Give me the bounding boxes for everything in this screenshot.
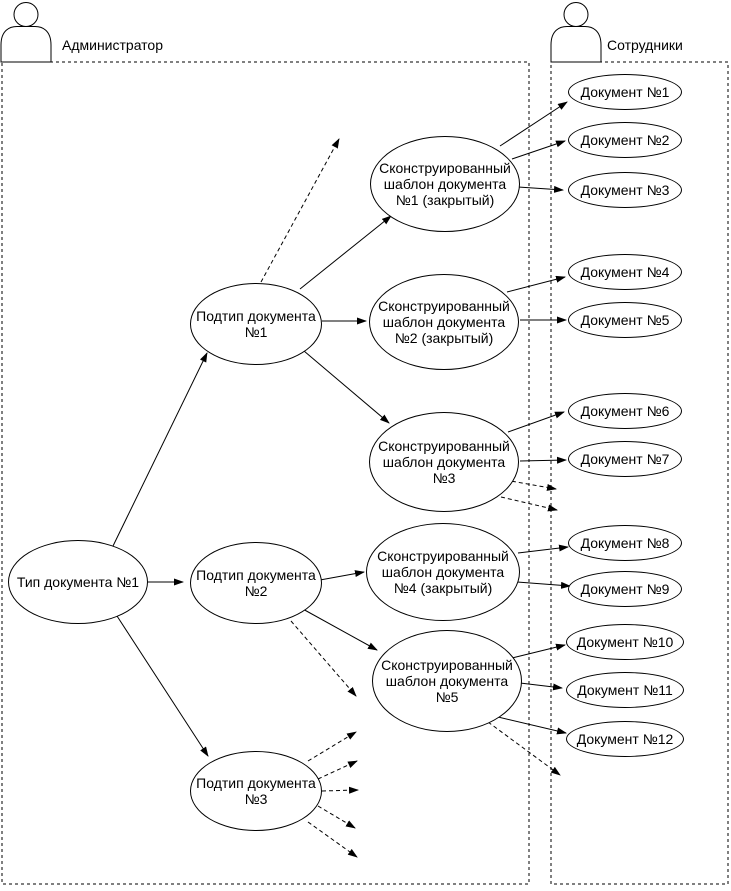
- edge-subtype2-template4: [319, 570, 365, 581]
- node-doc2[interactable]: Документ №2: [568, 122, 682, 158]
- node-doc12-label: Документ №12: [576, 730, 674, 747]
- node-doc4-label: Документ №4: [580, 263, 670, 280]
- node-doc10-label: Документ №10: [576, 633, 674, 650]
- node-doc8-label: Документ №8: [580, 534, 670, 551]
- edge-subtype1-template3: [303, 350, 390, 424]
- node-doc7[interactable]: Документ №7: [568, 441, 682, 477]
- node-template1[interactable]: Сконструированный шаблон документа №1 (з…: [370, 136, 520, 232]
- node-template4-label: Сконструированный шаблон документа №4 (з…: [377, 548, 509, 596]
- node-doc4[interactable]: Документ №4: [568, 254, 682, 290]
- dashed-edge-subtype3-more-4: [317, 805, 356, 829]
- edge-template2-doc4: [506, 275, 566, 293]
- node-doc11[interactable]: Документ №11: [566, 672, 684, 708]
- node-doc9[interactable]: Документ №9: [568, 571, 682, 607]
- node-subtype2-label: Подтип документа №2: [196, 567, 316, 599]
- boundary-admin: [1, 61, 530, 885]
- actor-employees-label: Сотрудники: [607, 37, 683, 53]
- edge-subtype1-template1: [299, 215, 392, 290]
- dashed-edge-subtype3-more-3: [321, 786, 359, 794]
- node-doc1[interactable]: Документ №1: [568, 74, 682, 110]
- dashed-edge-template3-more-2: [500, 496, 558, 512]
- actor-employees-icon[interactable]: [550, 0, 604, 64]
- actor-admin-icon[interactable]: [0, 0, 54, 64]
- node-template2[interactable]: Сконструированный шаблон документа №2 (з…: [369, 274, 519, 370]
- edge-template5-doc10: [511, 643, 566, 659]
- node-doc7-label: Документ №7: [580, 450, 670, 467]
- node-type1[interactable]: Тип документа №1: [8, 540, 148, 624]
- edge-template1-doc2: [511, 140, 566, 160]
- actor-admin-label: Администратор: [62, 37, 164, 53]
- node-template1-label: Сконструированный шаблон документа №1 (з…: [379, 160, 511, 208]
- node-template2-label: Сконструированный шаблон документа №2 (з…: [378, 298, 510, 346]
- dashed-edge-subtype2-more: [290, 620, 357, 697]
- node-doc5-label: Документ №5: [580, 311, 670, 328]
- edge-template5-doc11: [519, 682, 563, 691]
- node-doc10[interactable]: Документ №10: [566, 624, 684, 660]
- dashed-edge-subtype3-more-2: [317, 760, 358, 780]
- node-subtype2[interactable]: Подтип документа №2: [190, 542, 322, 624]
- node-doc6[interactable]: Документ №6: [568, 393, 682, 429]
- dashed-edge-template5-more: [487, 721, 561, 776]
- node-doc3[interactable]: Документ №3: [568, 172, 682, 208]
- dashed-edge-subtype3-more-1: [307, 731, 357, 762]
- node-template5-label: Сконструированный шаблон документа №5: [381, 657, 513, 705]
- node-subtype3-label: Подтип документа №3: [196, 775, 316, 807]
- edge-template1-doc1: [499, 101, 568, 147]
- edge-template3-doc6: [507, 411, 565, 433]
- node-doc9-label: Документ №9: [580, 580, 670, 597]
- dashed-edge-subtype3-more-5: [307, 821, 358, 858]
- node-template3-label: Сконструированный шаблон документа №3: [378, 438, 510, 486]
- edge-type1-subtype1: [112, 352, 208, 547]
- dashed-edge-subtype1-more: [260, 138, 340, 283]
- node-subtype1-label: Подтип документа №1: [196, 308, 316, 340]
- edge-template4-doc8: [517, 544, 569, 554]
- dashed-edge-template3-more-1: [504, 479, 557, 491]
- node-doc3-label: Документ №3: [580, 181, 670, 198]
- node-template4[interactable]: Сконструированный шаблон документа №4 (з…: [366, 523, 520, 621]
- node-doc8[interactable]: Документ №8: [568, 525, 682, 561]
- edge-template4-doc9: [516, 581, 571, 589]
- node-doc12[interactable]: Документ №12: [566, 721, 684, 757]
- edge-template1-doc3: [517, 185, 564, 193]
- node-template5[interactable]: Сконструированный шаблон документа №5: [372, 630, 522, 732]
- node-doc5[interactable]: Документ №5: [568, 302, 682, 338]
- node-doc11-label: Документ №11: [577, 681, 673, 698]
- node-subtype3[interactable]: Подтип документа №3: [190, 751, 322, 831]
- boundary-employees: [550, 61, 729, 885]
- node-subtype1[interactable]: Подтип документа №1: [190, 283, 322, 365]
- node-doc6-label: Документ №6: [580, 402, 670, 419]
- node-doc1-label: Документ №1: [580, 83, 670, 100]
- edge-subtype2-template5: [300, 607, 378, 651]
- edge-type1-subtype3: [116, 615, 209, 757]
- edge-template3-doc7: [519, 456, 567, 464]
- node-doc2-label: Документ №2: [580, 131, 670, 148]
- node-template3[interactable]: Сконструированный шаблон документа №3: [369, 412, 519, 512]
- node-type1-label: Тип документа №1: [16, 574, 140, 590]
- edge-template5-doc12: [497, 716, 567, 735]
